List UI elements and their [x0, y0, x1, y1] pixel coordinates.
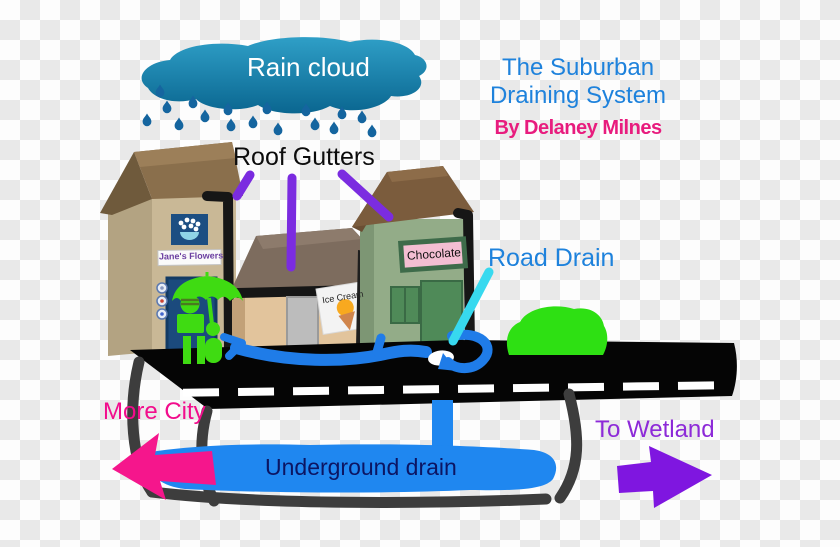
flower-shop-building	[100, 142, 243, 356]
rain-cloud-label: Rain cloud	[247, 52, 370, 82]
title-line-1: The Suburban	[501, 54, 655, 81]
flower-shop-blue-sign	[171, 214, 208, 245]
diagram-title: The Suburban Draining System	[478, 54, 678, 110]
drain-floor	[146, 486, 552, 508]
drain-wall-right	[554, 388, 583, 504]
chocolate-sign	[398, 236, 469, 273]
water-stream-path	[230, 342, 432, 366]
gutter-water-stream	[220, 329, 493, 374]
rain-cloud-shape	[141, 37, 427, 114]
chocolate-side-wall	[360, 219, 374, 352]
gutter-pointer-lines	[232, 169, 394, 272]
person-torso	[177, 314, 204, 333]
roof-gutters-label: Roof Gutters	[233, 143, 375, 171]
drain-vertical-pipe	[432, 400, 453, 455]
road-dashes	[182, 381, 715, 397]
flowers-icon	[178, 217, 201, 240]
person-leg	[197, 336, 205, 364]
ice-cream-roof-highlight	[256, 228, 362, 249]
more-city-arrow	[112, 433, 216, 500]
flower-shop-sign-text: Jane's Flowers	[158, 250, 224, 262]
flower-shop-name-sign	[157, 248, 222, 267]
flower-shop-roof-highlight	[134, 142, 236, 167]
chocolate-roof-highlight	[387, 166, 448, 182]
road-drain-pointer-line	[448, 267, 494, 346]
gutter-pointer-left	[232, 170, 255, 201]
water-curl-into-drain	[443, 329, 493, 374]
child-figure	[205, 322, 222, 363]
person-leg	[183, 336, 191, 364]
gutter-pointer-middle	[286, 173, 297, 272]
byline: By Delaney Milnes	[494, 117, 662, 139]
flower-shop-roof-side	[100, 152, 152, 215]
title-line-2: Draining System	[489, 82, 667, 109]
flower-medallion-icons	[156, 282, 168, 320]
car	[506, 306, 608, 355]
water-arrowhead	[438, 353, 457, 371]
gutter-pointer-right	[337, 169, 394, 222]
to-wetland-arrow	[617, 446, 712, 508]
to-wetland-label: To Wetland	[595, 416, 715, 443]
water-stub	[372, 333, 386, 357]
road-drain-label: Road Drain	[488, 244, 615, 272]
underground-drain-pipe	[148, 444, 557, 493]
ice-cream-cone-icon	[336, 299, 355, 331]
more-city-label: More City	[103, 398, 206, 425]
flower-shop-side-wall	[108, 197, 152, 356]
underground-drain-label: Underground drain	[265, 454, 457, 480]
